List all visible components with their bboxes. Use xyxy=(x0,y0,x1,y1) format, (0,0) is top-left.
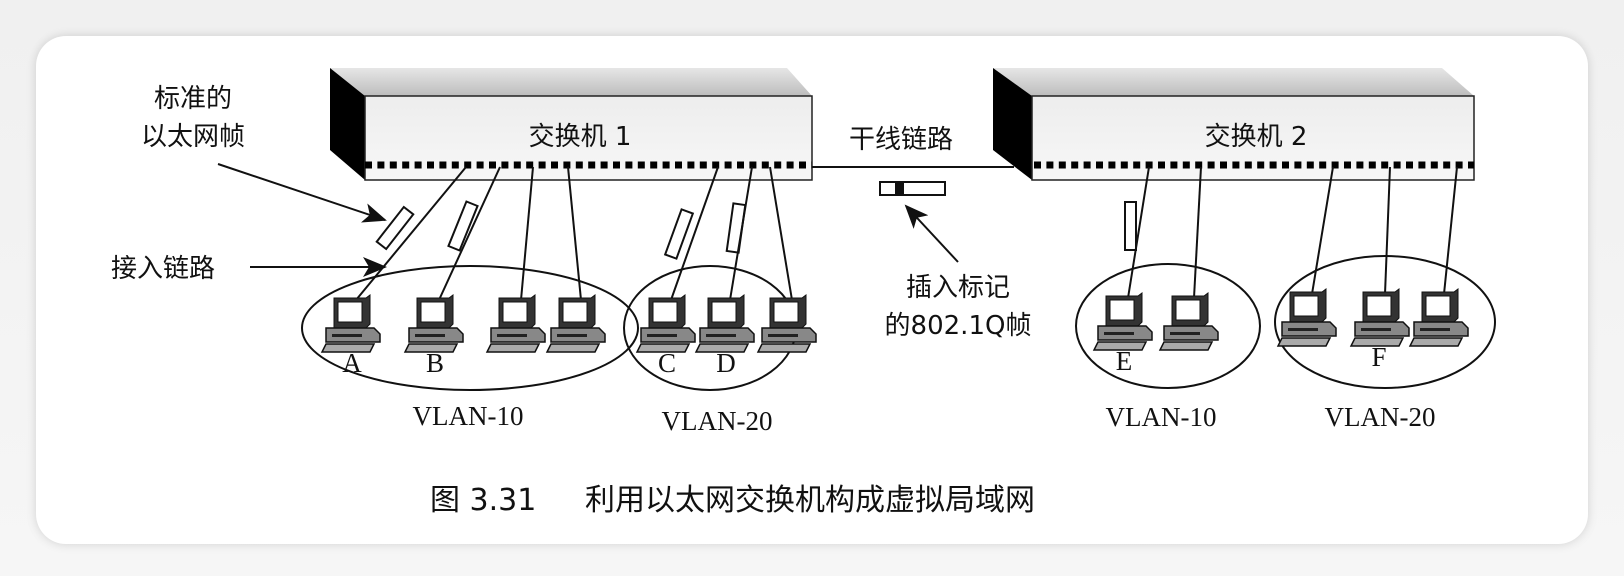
host-label: B xyxy=(426,348,444,378)
vlan-label: VLAN-10 xyxy=(1106,402,1217,432)
computer-icon xyxy=(1349,288,1410,347)
computer-icon xyxy=(320,294,381,353)
frame-icon xyxy=(1124,201,1137,251)
frame-icons xyxy=(375,200,1137,260)
tagged-frame-label-line2: 的802.1Q帧 xyxy=(885,311,1032,341)
standard-frame-label-line1: 标准的 xyxy=(154,84,232,114)
computer-icon xyxy=(1158,292,1219,351)
computer-icon xyxy=(1276,288,1337,347)
switch-1-label: 交换机 1 xyxy=(529,122,632,152)
switch-2-side xyxy=(993,68,1032,180)
computer-icon xyxy=(485,294,546,353)
switch-1-side xyxy=(330,68,365,180)
vlan-ellipse xyxy=(1274,255,1496,389)
switch-1-top xyxy=(330,68,812,96)
standard-frame-label-line2: 以太网帧 xyxy=(141,122,245,152)
switch-1: 交换机 1 xyxy=(330,68,813,181)
vlan-ellipse xyxy=(1075,263,1261,389)
switch-2-label: 交换机 2 xyxy=(1205,122,1308,152)
caption-text: 利用以太网交换机构成虚拟局域网 xyxy=(585,483,1035,518)
trunk-label: 干线链路 xyxy=(849,125,953,155)
access-link xyxy=(567,166,582,301)
host-label: F xyxy=(1371,342,1386,372)
figure-card: 交换机 1 交换机 2 干线链路 插入标记 的802.1Q帧 标准的 以太网帧 … xyxy=(36,36,1588,544)
access-link xyxy=(355,166,467,301)
host-label: C xyxy=(658,348,676,378)
access-link xyxy=(438,166,501,301)
access-links xyxy=(355,166,1458,301)
computer-icon xyxy=(1408,288,1469,347)
vlan-group-vlan-10-switch-2: VLAN-10 E xyxy=(1075,263,1261,432)
access-link xyxy=(1127,166,1150,299)
vlan-group-vlan-20-switch-2: VLAN-20 F xyxy=(1274,255,1496,432)
access-link-label: 接入链路 xyxy=(111,254,215,284)
switch-2: 交换机 2 xyxy=(993,68,1475,181)
access-link xyxy=(1193,166,1202,299)
access-link xyxy=(520,166,534,301)
access-link xyxy=(1311,166,1334,295)
vlan-group-vlan-10-switch-1: VLAN-10 A B xyxy=(301,265,639,431)
vlan-label: VLAN-10 xyxy=(413,401,524,431)
standard-frame-arrow xyxy=(217,163,387,223)
access-link xyxy=(769,166,793,301)
computer-icon xyxy=(756,294,817,353)
vlan-label: VLAN-20 xyxy=(1325,402,1436,432)
computer-icon xyxy=(545,294,606,353)
computer-icon xyxy=(403,294,464,353)
computer-icon xyxy=(1092,292,1153,351)
vlan-label: VLAN-20 xyxy=(662,406,773,436)
access-link xyxy=(1384,166,1391,295)
vlan-diagram: 交换机 1 交换机 2 干线链路 插入标记 的802.1Q帧 标准的 以太网帧 … xyxy=(111,68,1496,518)
access-link xyxy=(1443,166,1458,295)
host-label: E xyxy=(1116,346,1133,376)
access-link xyxy=(729,166,753,301)
tagged-frame-icon xyxy=(879,181,946,196)
access-link xyxy=(670,166,719,301)
vlan-groups: VLAN-10 A B VLAN-20 C D VLAN-10 E VLAN-20 F xyxy=(301,255,1496,436)
tagged-frame-arrow xyxy=(904,204,959,263)
switch-2-top xyxy=(993,68,1474,96)
vlan-ellipse xyxy=(301,265,639,391)
vlan-group-vlan-20-switch-1: VLAN-20 C D xyxy=(623,265,817,436)
caption-number: 图 3.31 xyxy=(430,483,536,518)
host-label: A xyxy=(342,348,362,378)
tagged-frame-label-line1: 插入标记 xyxy=(906,273,1010,303)
frame-icon xyxy=(375,205,415,251)
frame-icon xyxy=(447,200,479,252)
computer-icon xyxy=(694,294,755,353)
frame-icon xyxy=(663,208,695,260)
computer-icon xyxy=(635,294,696,353)
host-label: D xyxy=(716,348,736,378)
